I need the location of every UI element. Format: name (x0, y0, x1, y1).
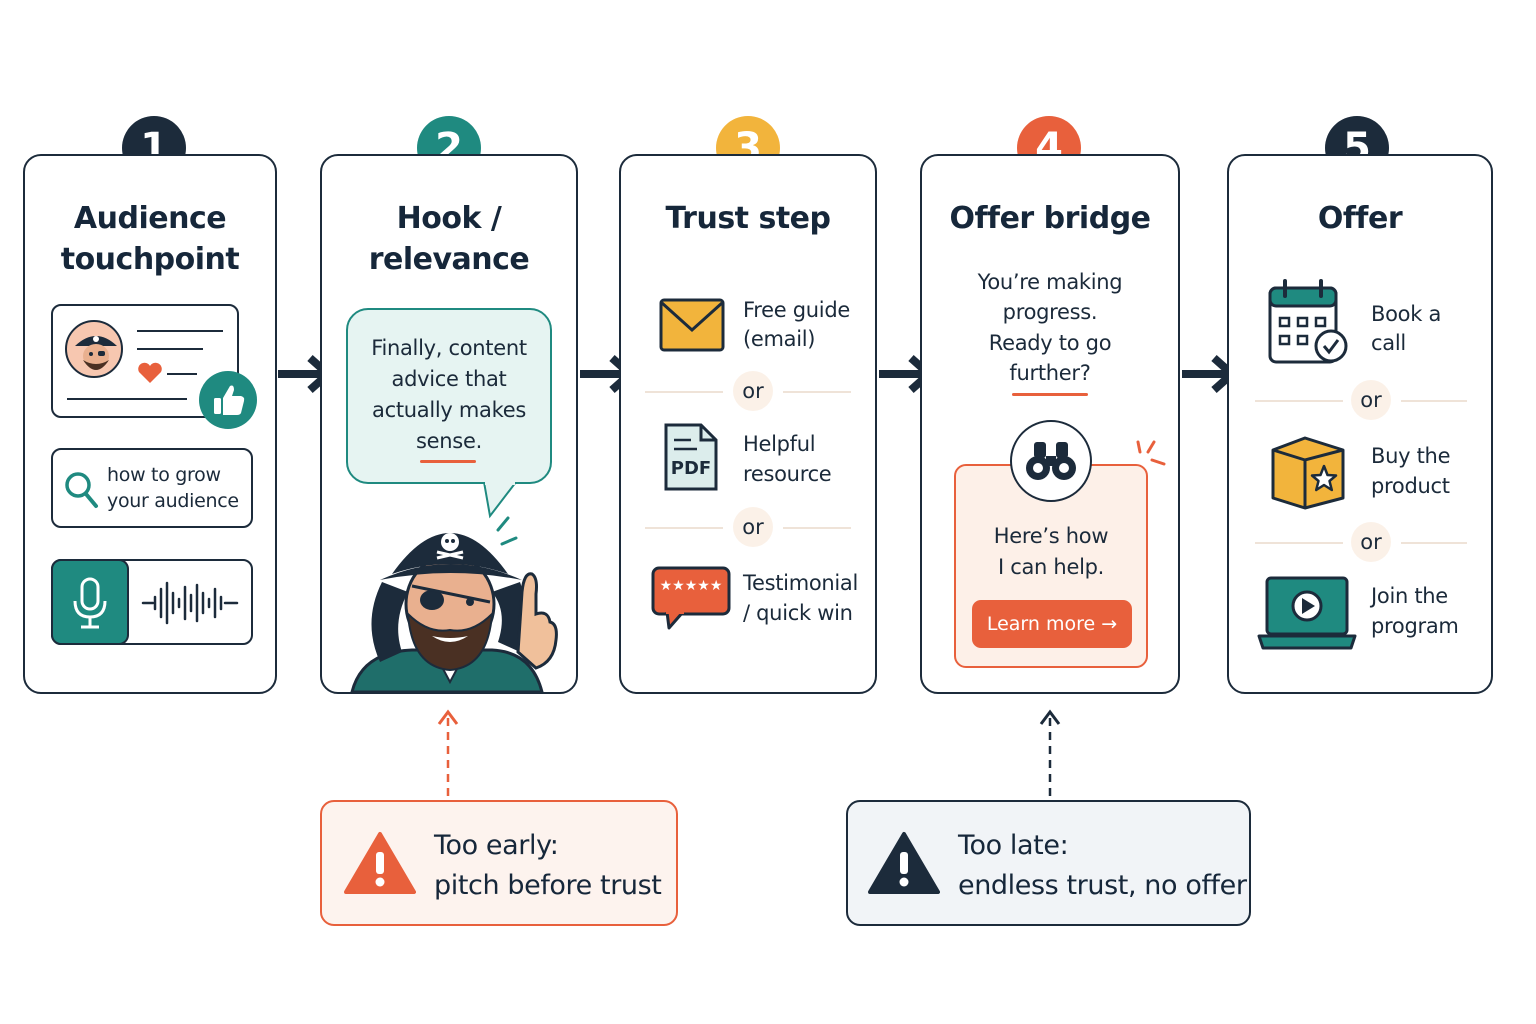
speech-bubble: Finally, content advice that actually ma… (346, 308, 552, 484)
search-query-line-2: your audience (107, 490, 239, 512)
offer-option-1-line-1: Book a (1371, 302, 1442, 326)
learn-more-button[interactable]: Learn more → (972, 600, 1132, 648)
or-divider: or (1255, 380, 1467, 420)
step-1-card: Audience touchpoint (23, 154, 277, 694)
too-early-warning: Too early: pitch before trust (320, 800, 678, 926)
step-2-title-line-1: Hook / (396, 201, 502, 236)
offer-option-1-line-2: call (1371, 331, 1406, 355)
or-divider: or (1255, 522, 1467, 562)
search-query-line-1: how to grow (107, 464, 221, 486)
step-5-title: Offer (1317, 201, 1403, 236)
speech-bubble-tail (483, 482, 517, 519)
warning-triangle-icon (868, 830, 940, 896)
pdf-icon: PDF (663, 422, 719, 492)
bridge-prompt-line-2: progress. (1002, 300, 1098, 324)
offer-option-2-line-2: product (1371, 474, 1450, 498)
speech-bubble-line-3: actually makes (372, 398, 526, 422)
too-late-line-2: endless trust, no offer (958, 870, 1247, 901)
calendar-icon (1267, 278, 1349, 368)
step-1-title-line-1: Audience (73, 201, 227, 236)
offer-option-3-line-1: Join the (1371, 584, 1448, 608)
trust-option-2-line-2: resource (743, 462, 832, 486)
warning-triangle-icon (344, 830, 416, 896)
speech-bubble-line-4: sense. (416, 429, 482, 453)
too-late-warning: Too late: endless trust, no offer (846, 800, 1251, 926)
or-divider: or (645, 371, 851, 411)
step-1-title-line-2: touchpoint (60, 242, 240, 277)
envelope-icon (659, 298, 725, 354)
help-line-1: Here’s how (993, 524, 1109, 548)
or-divider: or (645, 507, 851, 547)
binoculars-icon (1010, 420, 1092, 502)
step-3-card: Trust step Free guide (email) or PDF Hel… (619, 154, 877, 694)
bridge-prompt-line-3: Ready to go (988, 331, 1112, 355)
too-late-line-1: Too late: (958, 830, 1069, 861)
heart-icon (137, 362, 163, 384)
offer-option-2-line-1: Buy the (1371, 444, 1451, 468)
search-icon (63, 470, 99, 510)
too-early-line-2: pitch before trust (434, 870, 662, 901)
search-input[interactable]: how to grow your audience (51, 448, 253, 528)
trust-option-2-line-1: Helpful (743, 432, 816, 456)
step-3-title: Trust step (665, 201, 831, 236)
step-4-title: Offer bridge (949, 201, 1151, 236)
offer-option-3-line-2: program (1371, 614, 1459, 638)
too-early-line-1: Too early: (434, 830, 559, 861)
too-early-pointer-arrow (437, 709, 459, 798)
testimonial-icon: ★★★★★ (651, 566, 731, 632)
speech-bubble-line-1: Finally, content (371, 336, 527, 360)
trust-option-3-line-1: Testimonial (743, 571, 859, 595)
spark-icon (1136, 440, 1166, 466)
thumbs-up-icon (199, 371, 257, 429)
sound-wave-icon (141, 579, 241, 627)
help-line-2: I can help. (997, 555, 1105, 579)
trust-option-3-line-2: / quick win (743, 601, 853, 625)
audio-card (51, 559, 253, 645)
avatar (65, 320, 123, 378)
bridge-prompt-line-4: further? (1009, 361, 1091, 385)
step-2-card: Hook / relevance Finally, content advice… (320, 154, 578, 694)
pirate-mascot-icon (350, 516, 558, 692)
bridge-prompt-line-1: You’re making (977, 270, 1123, 294)
too-late-pointer-arrow (1039, 709, 1061, 798)
trust-option-1-line-2: (email) (743, 327, 816, 351)
step-2-title-line-2: relevance (368, 242, 530, 277)
step-4-card: Offer bridge You’re making progress. Rea… (920, 154, 1180, 694)
video-laptop-icon (1257, 574, 1357, 654)
product-box-icon (1269, 432, 1349, 510)
microphone-icon (51, 559, 129, 645)
trust-option-1-line-1: Free guide (743, 298, 850, 322)
step-5-card: Offer Book a call or Buy the pro (1227, 154, 1493, 694)
speech-bubble-line-2: advice that (391, 367, 507, 391)
